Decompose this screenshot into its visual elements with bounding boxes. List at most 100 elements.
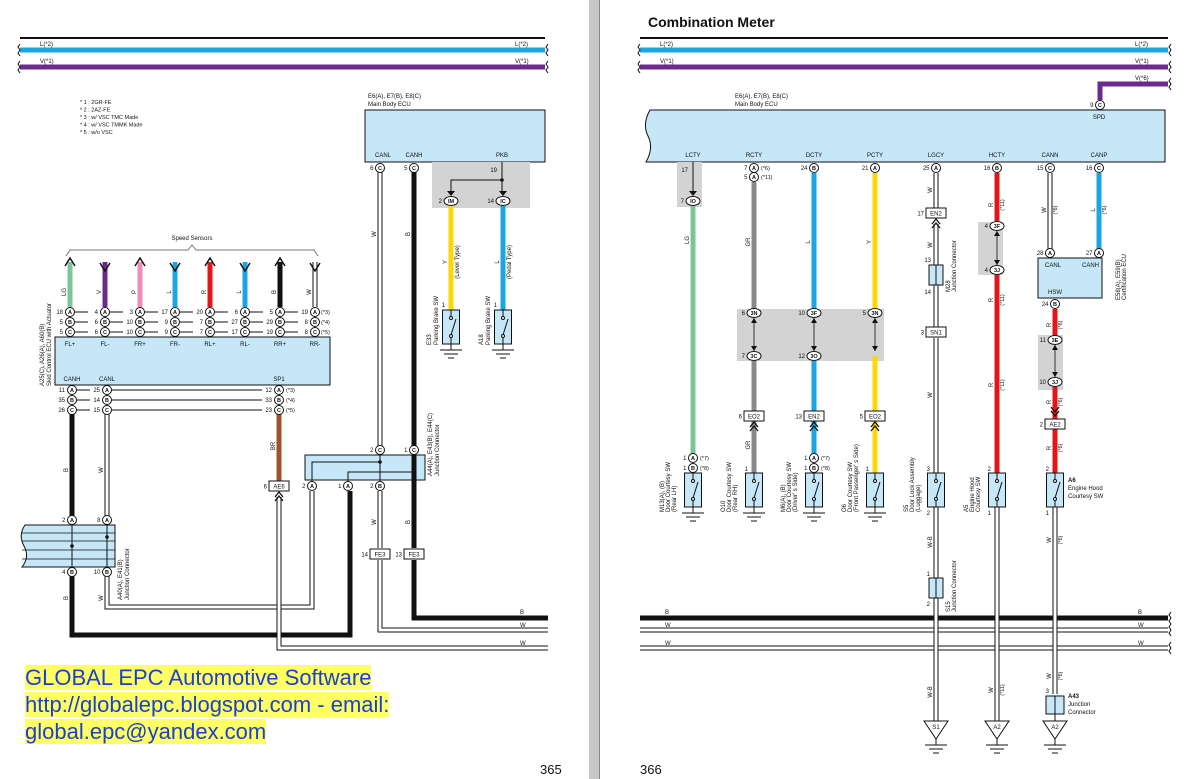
pin-letter: 3F — [811, 311, 818, 317]
terminal-label: CANL — [99, 377, 116, 383]
pin-letter: B — [70, 570, 74, 576]
terminal-label: RL+ — [204, 342, 216, 348]
arrow-up-icon — [204, 256, 216, 267]
brace-icon — [545, 43, 549, 57]
main-body-ecu-box — [644, 109, 1166, 163]
splice-dot — [500, 178, 504, 182]
pin-letter: B — [138, 320, 142, 326]
variant-label: (*11) — [1000, 379, 1006, 391]
footnote: * 2 : 2AZ-FE — [80, 108, 111, 114]
wire-color-label: Y — [443, 260, 449, 264]
terminal-label: SPD — [1093, 115, 1106, 121]
component-code: S5 — [904, 504, 910, 512]
arrow-up-icon — [751, 318, 757, 323]
pin-number: 1 — [442, 303, 446, 309]
footnote: * 4 : w/ VSC TMMK Made — [80, 123, 143, 129]
pin-letter: C — [1098, 103, 1102, 109]
switch-blade-icon — [753, 481, 760, 499]
pin-number: 2 — [62, 518, 66, 524]
pin-terminal — [1047, 335, 1063, 345]
pin-number: 1 — [404, 448, 408, 454]
pin-letter: C — [138, 330, 142, 336]
certification-ecu-box — [1037, 257, 1103, 299]
pin-letter: A — [1097, 251, 1101, 257]
pin-number: 5 — [860, 415, 864, 421]
pin-number: 1 — [927, 572, 931, 578]
wire-color-label: R — [202, 289, 208, 294]
component-name: Parking Brake SW — [434, 296, 440, 345]
pin-terminal — [67, 395, 77, 405]
pin-letter: 3J — [994, 268, 1000, 274]
arrow-down-icon — [1050, 410, 1060, 418]
terminal-label: FL- — [101, 342, 110, 348]
pin-letter: B — [105, 570, 109, 576]
pin-letter: A — [346, 484, 350, 490]
pin-number: 8 — [305, 330, 309, 336]
ecu-code: E6(A), E7(B), E8(C) — [368, 94, 421, 100]
arrow-up-icon — [749, 420, 759, 428]
arrow-down-icon — [447, 191, 455, 196]
wire-color-label: W — [372, 231, 378, 237]
connector-code: AE6 — [273, 485, 285, 491]
connector-code: AE2 — [1049, 423, 1061, 429]
arrow-down-icon — [1052, 372, 1058, 377]
pin-number: 18 — [56, 310, 63, 316]
wire-color-label: L — [806, 240, 812, 244]
a40-junction-connector-box — [20, 524, 116, 568]
arrow-up-icon — [931, 221, 941, 229]
ae2-box — [1044, 418, 1066, 430]
pin-number: 21 — [862, 166, 869, 172]
bus-label: B — [1138, 610, 1142, 616]
arrow-up-icon — [870, 424, 880, 432]
connector-code: EO2 — [748, 415, 761, 421]
pin-letter: B — [313, 320, 317, 326]
ecu-name: Main Body ECU — [735, 102, 778, 108]
component-code: E33 — [427, 334, 433, 345]
pin-terminal — [170, 317, 180, 327]
terminal-label: FL+ — [65, 342, 76, 348]
pin-terminal — [67, 515, 77, 525]
wire-color-label: L — [495, 260, 501, 264]
connector-code: EO2 — [869, 415, 882, 421]
pin-number: 23 — [265, 408, 272, 414]
pin-number: 13 — [924, 258, 931, 264]
brace-icon — [1168, 60, 1172, 74]
pin-number: 2 — [927, 602, 931, 608]
pin-number: 26 — [58, 408, 65, 414]
pin-number: 12 — [265, 388, 272, 394]
fe3-box — [369, 548, 391, 560]
terminal-label: CANN — [1041, 153, 1058, 159]
component-location: (Luggage) — [916, 485, 922, 512]
bus-label: V(*1) — [40, 59, 54, 65]
terminal-label: RR+ — [274, 342, 287, 348]
arrow-down-icon — [689, 191, 697, 196]
variant-label: (*11) — [1000, 684, 1006, 696]
footnote: * 3 : w/ VSC TMC Made — [80, 115, 138, 121]
ground-point-code: S1 — [932, 725, 940, 731]
pin-letter: A — [70, 388, 74, 394]
switch-blade-icon — [1054, 481, 1061, 499]
pin-terminal — [67, 567, 77, 577]
pin-number: 4 — [95, 310, 99, 316]
pin-letter: A — [691, 456, 695, 462]
sp1-wire-w-core — [277, 497, 548, 650]
ground-point-code: A2 — [993, 725, 1001, 731]
arrow-down-icon — [811, 346, 817, 351]
wire-color-label: Y — [867, 240, 873, 244]
pin-letter: C — [1048, 166, 1052, 172]
pin-number: 9 — [165, 330, 169, 336]
pin-terminal — [409, 445, 419, 455]
pin-number: 15 — [1037, 166, 1044, 172]
pin-terminal — [274, 405, 284, 415]
terminal-label: CANH — [1082, 263, 1099, 269]
pin-number: 33 — [265, 398, 272, 404]
pin-number: 17 — [161, 310, 168, 316]
terminal-label: DCTY — [806, 153, 822, 159]
pin-terminal — [100, 317, 110, 327]
brace-icon — [545, 60, 549, 74]
arrow-up-icon — [274, 494, 284, 502]
pin-terminal — [65, 307, 75, 317]
switch-contact — [501, 316, 505, 320]
bus-label: W — [665, 623, 671, 629]
pin-letter: C — [70, 408, 74, 414]
